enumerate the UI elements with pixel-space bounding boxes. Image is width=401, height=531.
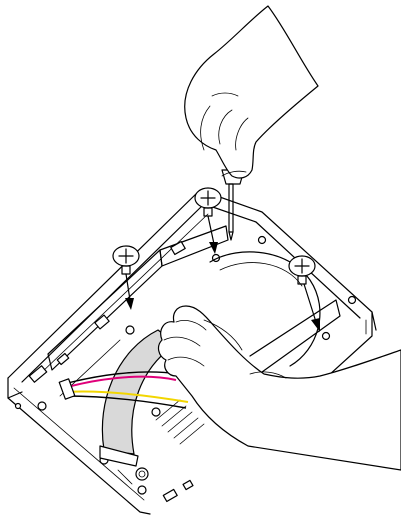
screw-icon xyxy=(289,256,315,284)
arrow-down-icon xyxy=(304,284,320,332)
arrow-down-icon xyxy=(208,216,218,254)
screw-2-group xyxy=(195,188,221,254)
screw-icon xyxy=(113,246,139,274)
hand-top-icon xyxy=(185,6,318,178)
screw-icon xyxy=(195,188,221,216)
hand-bottom-icon xyxy=(159,306,401,470)
